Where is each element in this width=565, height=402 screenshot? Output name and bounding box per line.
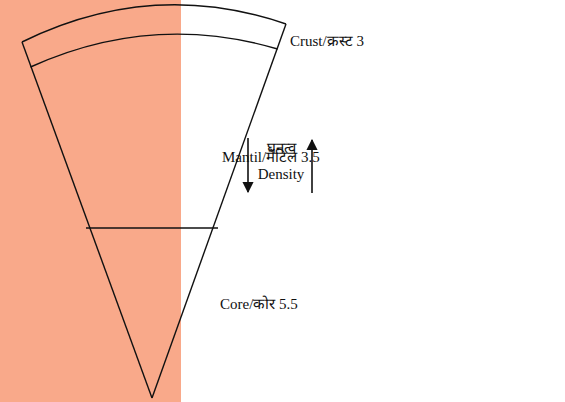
axis-label: Density [258,165,305,183]
crust-boundary [31,34,278,67]
wedge-edge [22,42,152,398]
background-panel [0,0,181,402]
wedge-edge [152,24,286,398]
layer-label: Core/कोर 5.5 [220,295,298,313]
mantle-core-boundary [86,227,218,228]
axis-label: घनत्व [267,139,296,157]
surface-arc [22,5,286,42]
up-arrow [311,140,313,193]
layer-label: Crust/क्रस्ट 3 [290,32,364,50]
